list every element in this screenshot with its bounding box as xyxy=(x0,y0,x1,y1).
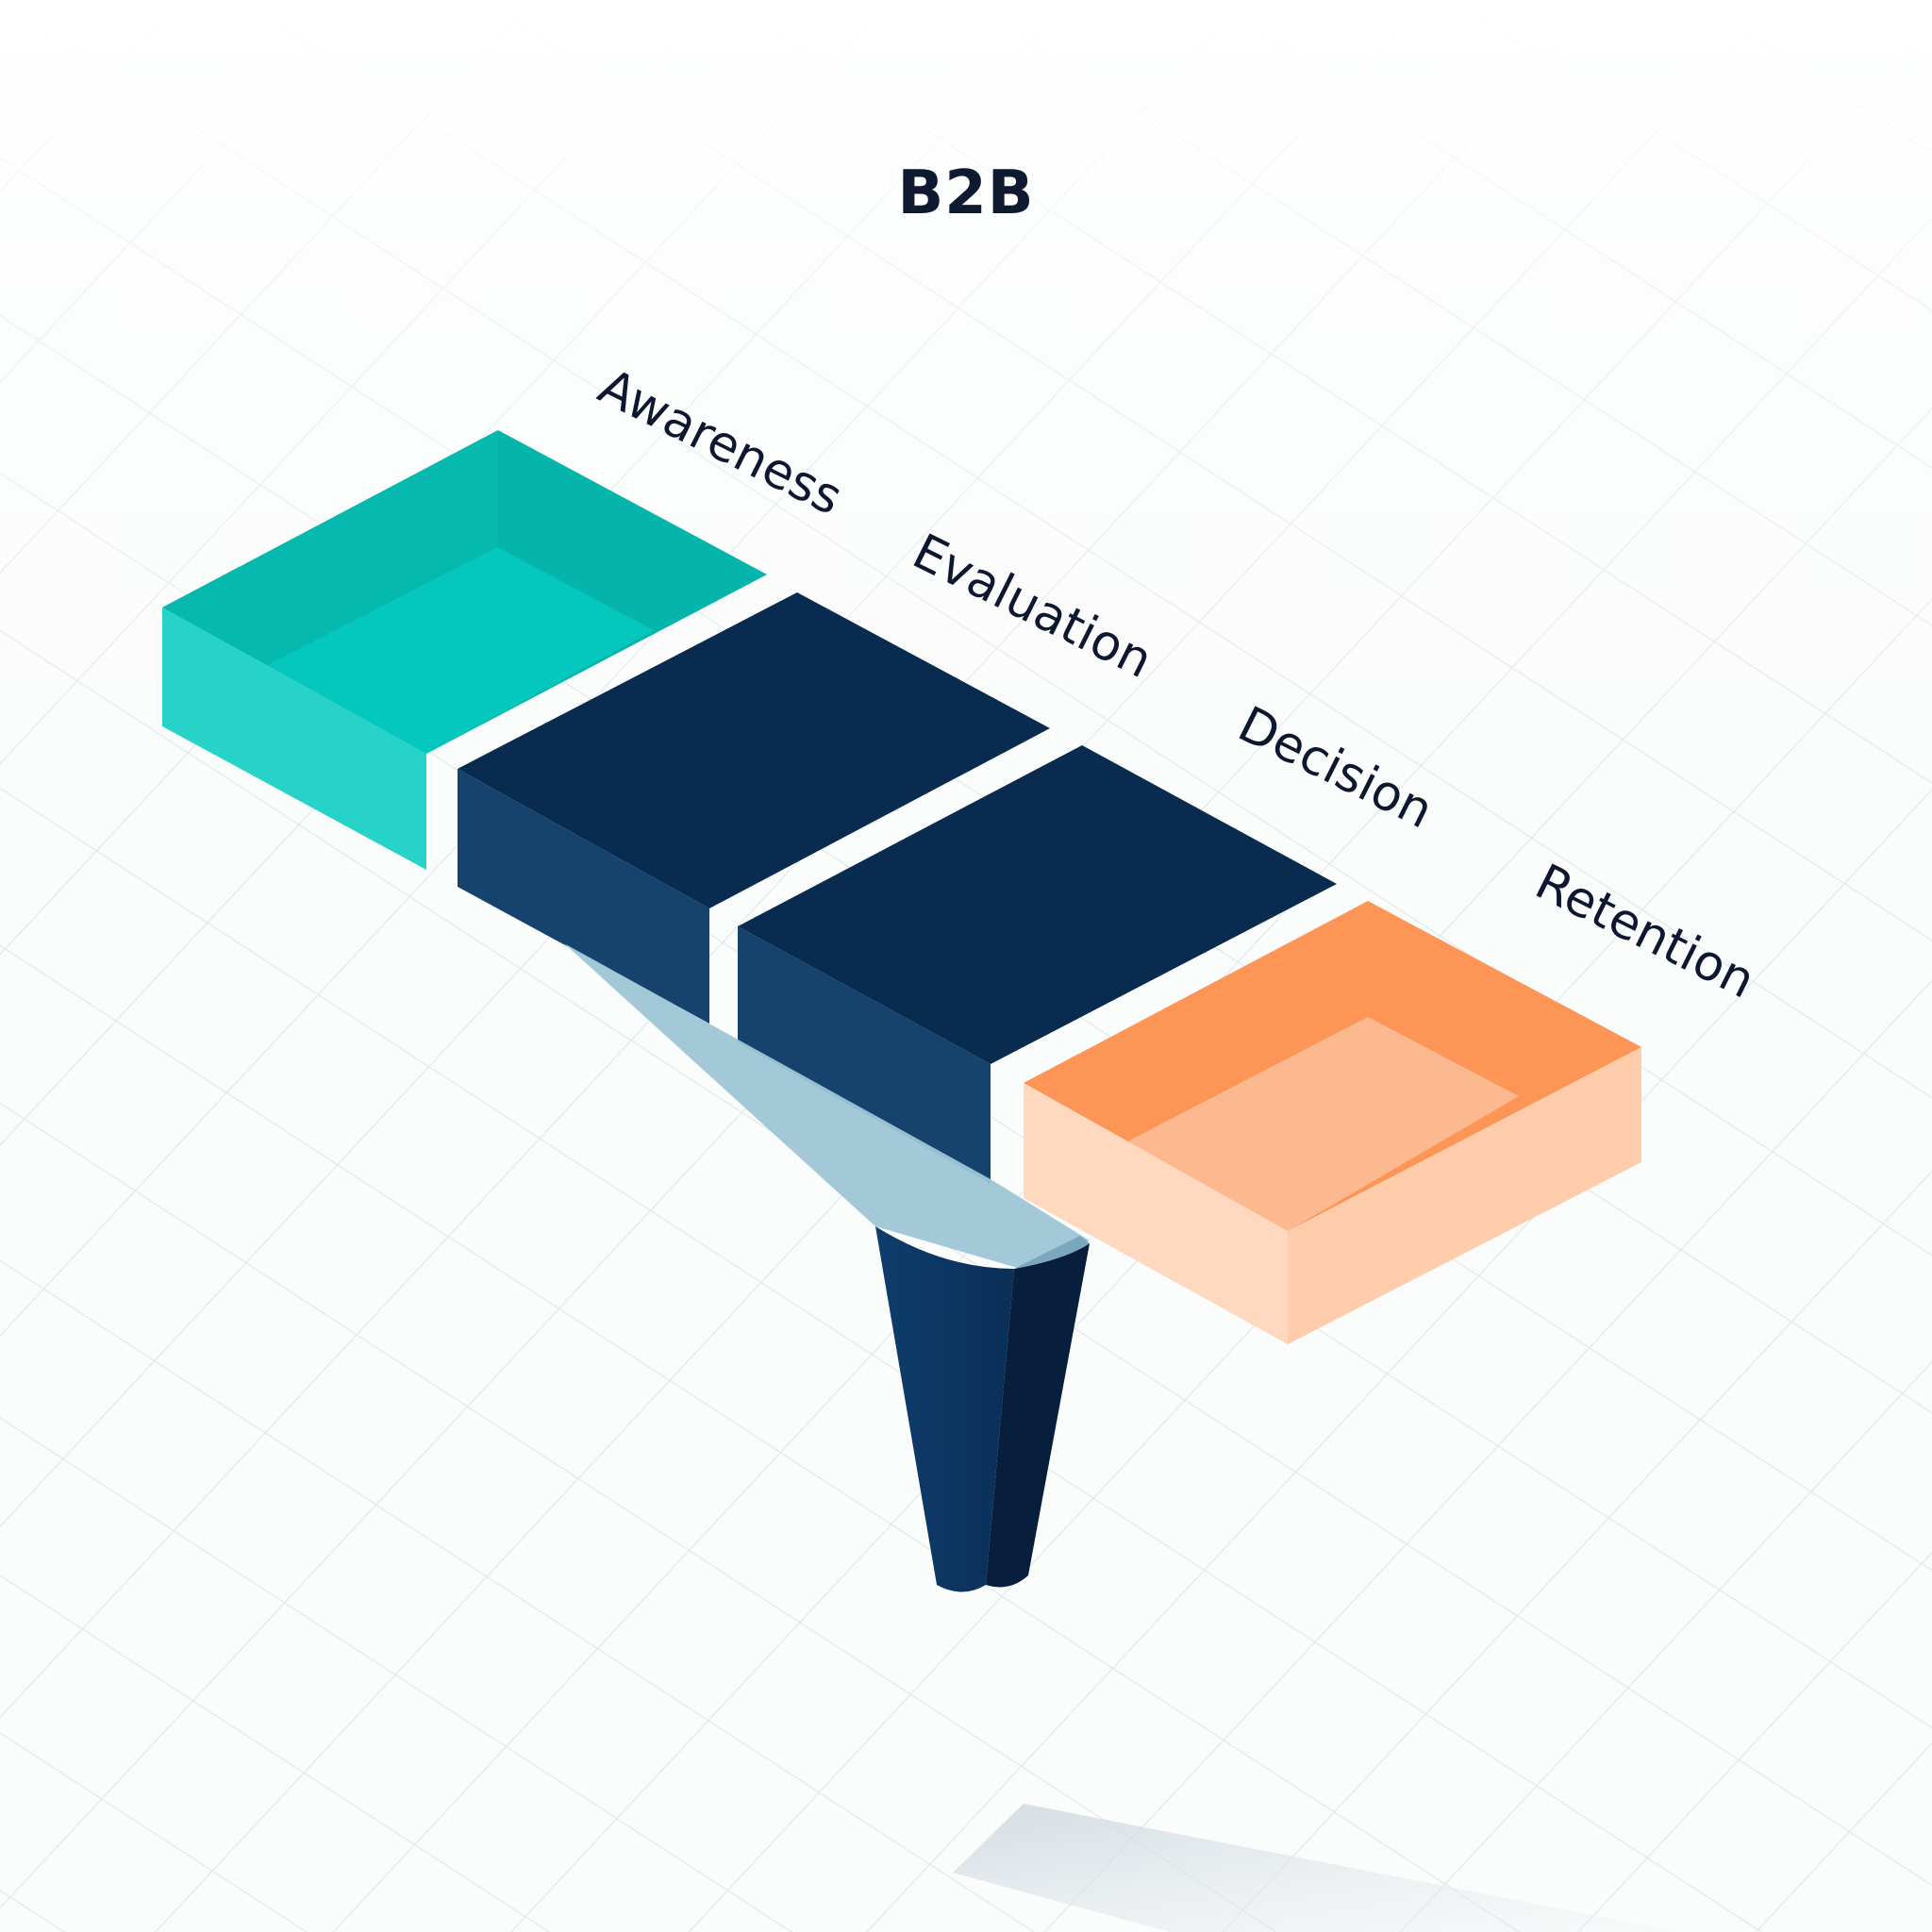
stage-block-awareness[interactable] xyxy=(162,430,767,870)
funnel-wedge xyxy=(564,943,1090,1269)
stage-block-evaluation[interactable] xyxy=(458,592,1050,1024)
funnel-cone xyxy=(875,1226,1090,1592)
stage-block-decision[interactable] xyxy=(738,745,1337,1184)
cone-shadow xyxy=(953,1804,1679,1932)
diagram-title: B2B xyxy=(897,158,1035,228)
stage-block-retention[interactable] xyxy=(1024,901,1641,1344)
